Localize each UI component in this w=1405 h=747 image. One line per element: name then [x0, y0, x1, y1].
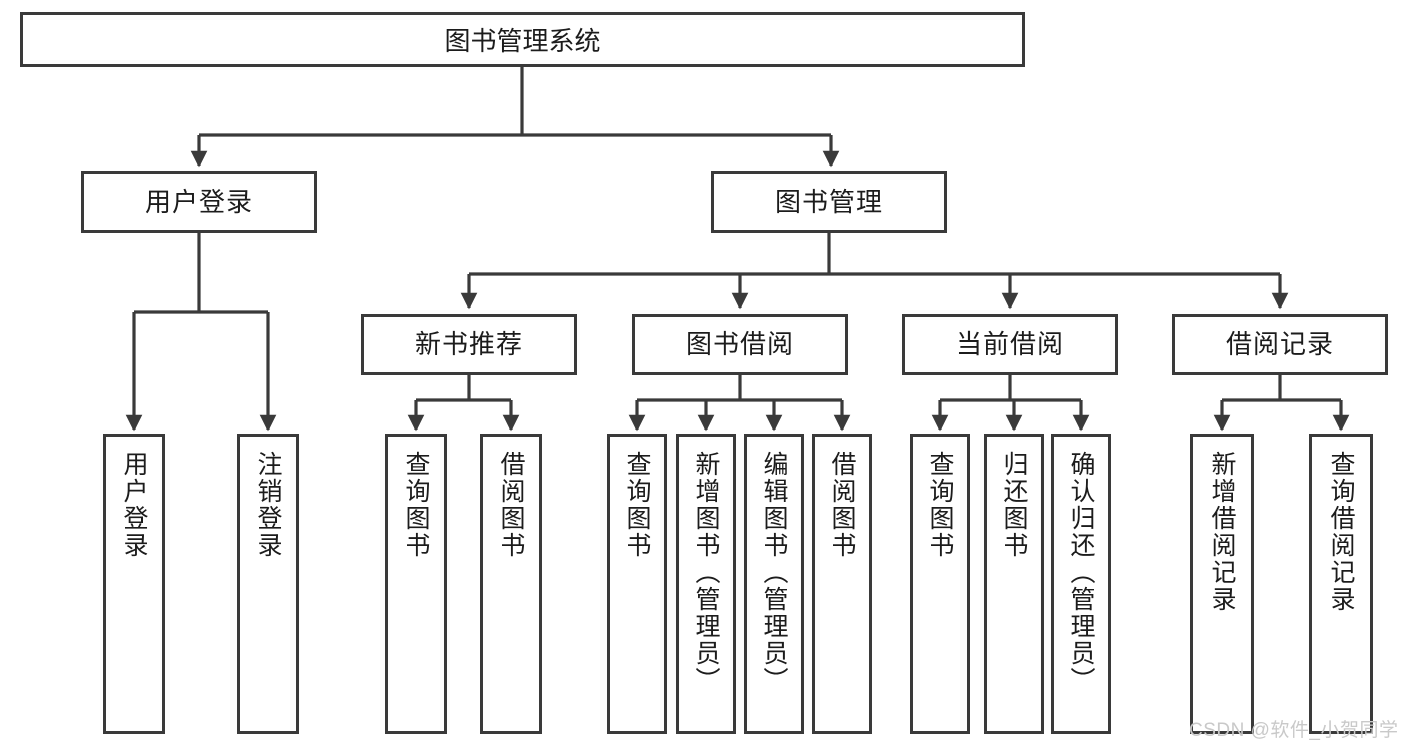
node-book-manage-label: 图书管理	[774, 186, 883, 217]
node-current-borrow-label: 当前借阅	[955, 329, 1064, 360]
node-book-borrow-label: 图书借阅	[685, 329, 794, 360]
leaf-borrow-book-1[interactable]: 借阅图书	[480, 434, 542, 734]
node-book-borrow[interactable]: 图书借阅	[632, 314, 848, 375]
leaf-return-book[interactable]: 归还图书	[984, 434, 1044, 734]
csdn-watermark: CSDN @软件_小贺同学	[1189, 720, 1399, 741]
leaf-query-record[interactable]: 查询借阅记录	[1309, 434, 1373, 734]
leaf-user-logout-label: 注销登录	[254, 451, 282, 559]
leaf-confirm-return[interactable]: 确认归还（管理员）	[1051, 434, 1111, 734]
leaf-edit-book[interactable]: 编辑图书（管理员）	[744, 434, 804, 734]
leaf-return-book-label: 归还图书	[1000, 451, 1028, 559]
leaf-add-record-label: 新增借阅记录	[1208, 451, 1236, 613]
node-user-login-label: 用户登录	[144, 186, 253, 217]
leaf-query-book-1[interactable]: 查询图书	[385, 434, 447, 734]
node-user-login[interactable]: 用户登录	[81, 171, 317, 233]
node-borrow-record[interactable]: 借阅记录	[1172, 314, 1388, 375]
node-root[interactable]: 图书管理系统	[20, 12, 1025, 67]
leaf-user-logout[interactable]: 注销登录	[237, 434, 299, 734]
leaf-add-book[interactable]: 新增图书（管理员）	[676, 434, 736, 734]
node-new-book-rec-label: 新书推荐	[414, 329, 523, 360]
node-current-borrow[interactable]: 当前借阅	[902, 314, 1118, 375]
leaf-user-login[interactable]: 用户登录	[103, 434, 165, 734]
leaf-query-book-1-label: 查询图书	[402, 451, 430, 559]
leaf-user-login-label: 用户登录	[120, 451, 148, 559]
leaf-edit-book-label: 编辑图书（管理员）	[760, 451, 788, 694]
leaf-borrow-book-1-label: 借阅图书	[497, 451, 525, 559]
leaf-borrow-book-2[interactable]: 借阅图书	[812, 434, 872, 734]
leaf-query-book-2-label: 查询图书	[623, 451, 651, 559]
leaf-query-book-2[interactable]: 查询图书	[607, 434, 667, 734]
node-new-book-rec[interactable]: 新书推荐	[361, 314, 577, 375]
node-borrow-record-label: 借阅记录	[1225, 329, 1334, 360]
leaf-borrow-book-2-label: 借阅图书	[828, 451, 856, 559]
leaf-add-record[interactable]: 新增借阅记录	[1190, 434, 1254, 734]
leaf-add-book-label: 新增图书（管理员）	[692, 451, 720, 694]
leaf-confirm-return-label: 确认归还（管理员）	[1067, 451, 1095, 694]
leaf-query-book-3[interactable]: 查询图书	[910, 434, 970, 734]
node-root-label: 图书管理系统	[444, 26, 601, 56]
leaf-query-book-3-label: 查询图书	[926, 451, 954, 559]
node-book-manage[interactable]: 图书管理	[711, 171, 947, 233]
leaf-query-record-label: 查询借阅记录	[1327, 451, 1355, 613]
